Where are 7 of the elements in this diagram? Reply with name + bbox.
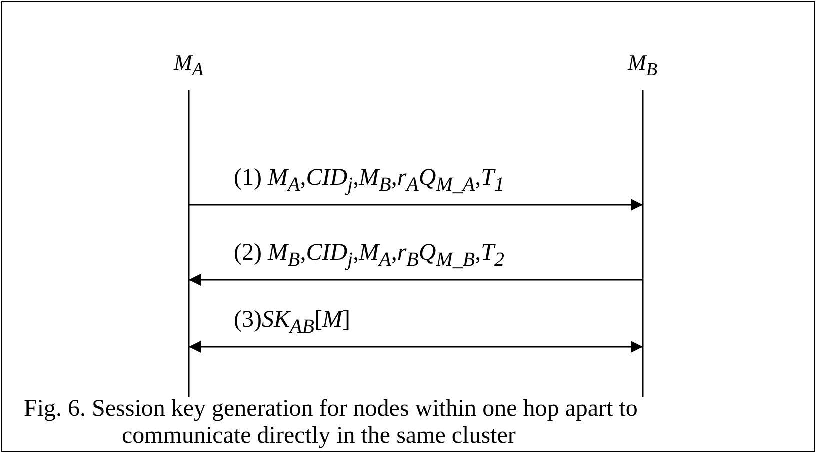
- message-arrow: [189, 199, 643, 211]
- participant-label: M$_{A}$: [174, 50, 204, 80]
- message-arrow: [189, 274, 643, 286]
- message-arrow: [189, 341, 643, 353]
- participant-label: M$_{B}$: [628, 50, 658, 80]
- figure-caption: Fig. 6. Session key generation for nodes within one hop apart to communicate directly in the same cluster: [24, 396, 639, 450]
- message-label: (2) M$_{B}$,CID$_{j}$,M$_{A}$,r$_{B}$Q$_{M_B}$,T$_{2}$: [232, 240, 506, 271]
